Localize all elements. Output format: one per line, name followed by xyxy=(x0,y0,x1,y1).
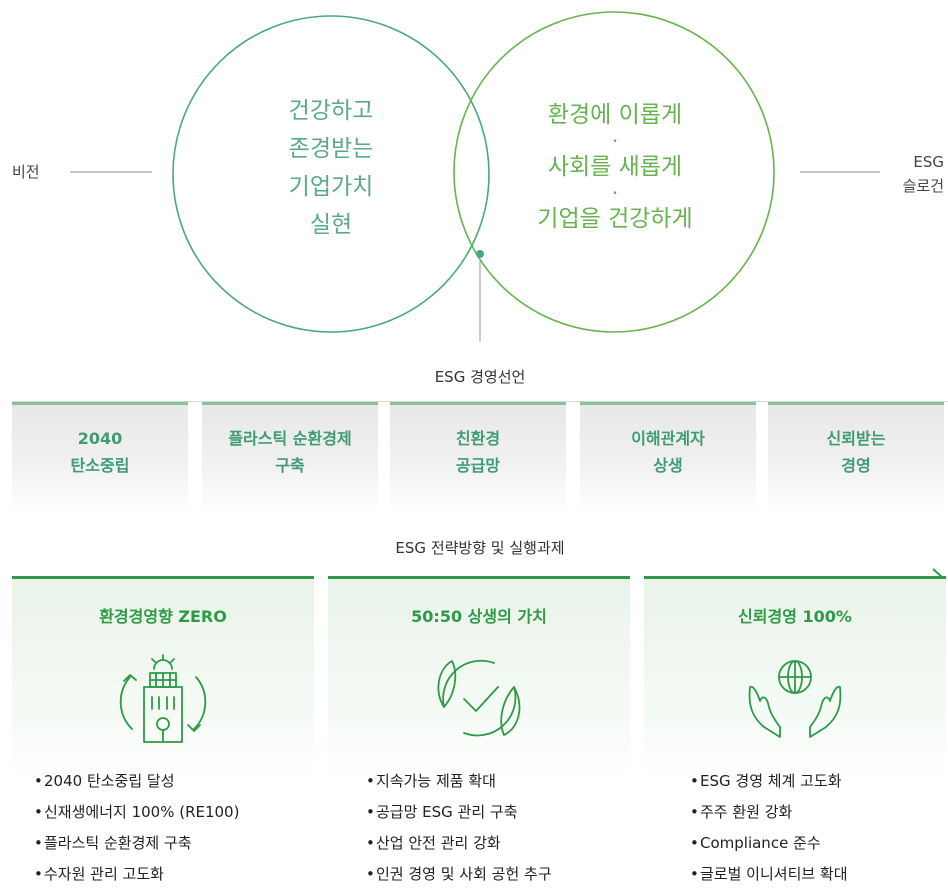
panel-title: 신뢰경영 100% xyxy=(738,607,852,626)
leaf-check-icon xyxy=(437,659,521,737)
venn-diagram xyxy=(70,11,880,342)
pillar-line1: 친환경 xyxy=(455,429,501,448)
pillar-line1: 신뢰받는 xyxy=(826,429,886,448)
pillar-line1: 2040 xyxy=(77,429,123,448)
panel-social: 50:50 상생의 가치 xyxy=(328,576,630,779)
list-item: •글로벌 이니셔티브 확대 xyxy=(690,865,848,883)
pillar-green-supply-chain: 친환경 공급망 xyxy=(390,402,566,513)
declaration-label: ESG 경영선언 xyxy=(434,368,526,386)
pillar-stakeholder: 이해관계자 상생 xyxy=(580,402,756,513)
list-item: •산업 안전 관리 강화 xyxy=(366,834,501,852)
pillar-line2: 공급망 xyxy=(455,456,501,475)
vision-line: 건강하고 xyxy=(288,98,374,124)
eco-building-icon xyxy=(119,654,207,743)
list-item: •수자원 관리 고도화 xyxy=(34,865,164,883)
hands-globe-icon xyxy=(748,660,842,738)
pillar-top-line xyxy=(12,401,948,402)
task-list-social: •지속가능 제품 확대 •공급망 ESG 관리 구축 •산업 안전 관리 강화 … xyxy=(366,766,552,890)
vision-circle xyxy=(172,15,490,333)
slogan-separator: · xyxy=(611,181,619,205)
panel-title: 50:50 상생의 가치 xyxy=(411,607,547,626)
slogan-label-line1: ESG xyxy=(913,153,944,171)
pillar-line2: 경영 xyxy=(841,456,871,475)
pillar-trusted-management: 신뢰받는 경영 xyxy=(768,402,944,513)
vision-line: 실현 xyxy=(309,212,353,238)
pillar-line2: 구축 xyxy=(275,456,305,475)
slogan-label: ESG 슬로건 xyxy=(884,150,944,198)
vision-label: 비전 xyxy=(12,163,40,181)
list-item: •2040 탄소중립 달성 xyxy=(34,772,175,790)
slogan-circle xyxy=(453,11,775,333)
pillar-carbon-neutral: 2040 탄소중립 xyxy=(12,402,188,513)
list-item: •인권 경영 및 사회 공헌 추구 xyxy=(366,865,552,883)
pillar-line1: 플라스틱 순환경제 xyxy=(228,429,352,448)
slogan-line: 환경에 이롭게 xyxy=(547,102,683,128)
slogan-text: 환경에 이롭게 · 사회를 새롭게 · 기업을 건강하게 xyxy=(510,96,720,238)
slogan-label-line2: 슬로건 xyxy=(902,177,944,195)
list-item: •주주 환원 강화 xyxy=(690,803,793,821)
pillar-line2: 탄소중립 xyxy=(70,456,130,475)
list-item: •공급망 ESG 관리 구축 xyxy=(366,803,518,821)
slogan-separator: · xyxy=(611,129,619,153)
panel-title: 환경경영향 ZERO xyxy=(99,607,227,626)
list-item: •지속가능 제품 확대 xyxy=(366,772,496,790)
list-item: •Compliance 준수 xyxy=(690,834,821,852)
slogan-line: 기업을 건강하게 xyxy=(537,206,693,232)
pillar-line2: 상생 xyxy=(653,456,683,475)
vision-line: 존경받는 xyxy=(288,136,374,162)
panel-governance: 신뢰경영 100% xyxy=(644,576,946,779)
panel-environment: 환경경영향 ZERO xyxy=(12,576,314,779)
vision-line: 기업가치 xyxy=(288,174,374,200)
vision-text: 건강하고 존경받는 기업가치 실현 xyxy=(231,92,431,244)
list-item: •ESG 경영 체계 고도화 xyxy=(690,772,842,790)
pillar-plastic-circular: 플라스틱 순환경제 구축 xyxy=(202,402,378,513)
list-item: •신재생에너지 100% (RE100) xyxy=(34,803,240,821)
task-list-governance: •ESG 경영 체계 고도화 •주주 환원 강화 •Compliance 준수 … xyxy=(690,766,848,890)
list-item: •플라스틱 순환경제 구축 xyxy=(34,834,192,852)
intersection-dot xyxy=(476,250,484,258)
pillar-line1: 이해관계자 xyxy=(631,429,705,448)
task-list-environment: •2040 탄소중립 달성 •신재생에너지 100% (RE100) •플라스틱… xyxy=(34,766,239,890)
strategy-label: ESG 전략방향 및 실행과제 xyxy=(395,539,565,557)
slogan-line: 사회를 새롭게 xyxy=(547,154,683,180)
